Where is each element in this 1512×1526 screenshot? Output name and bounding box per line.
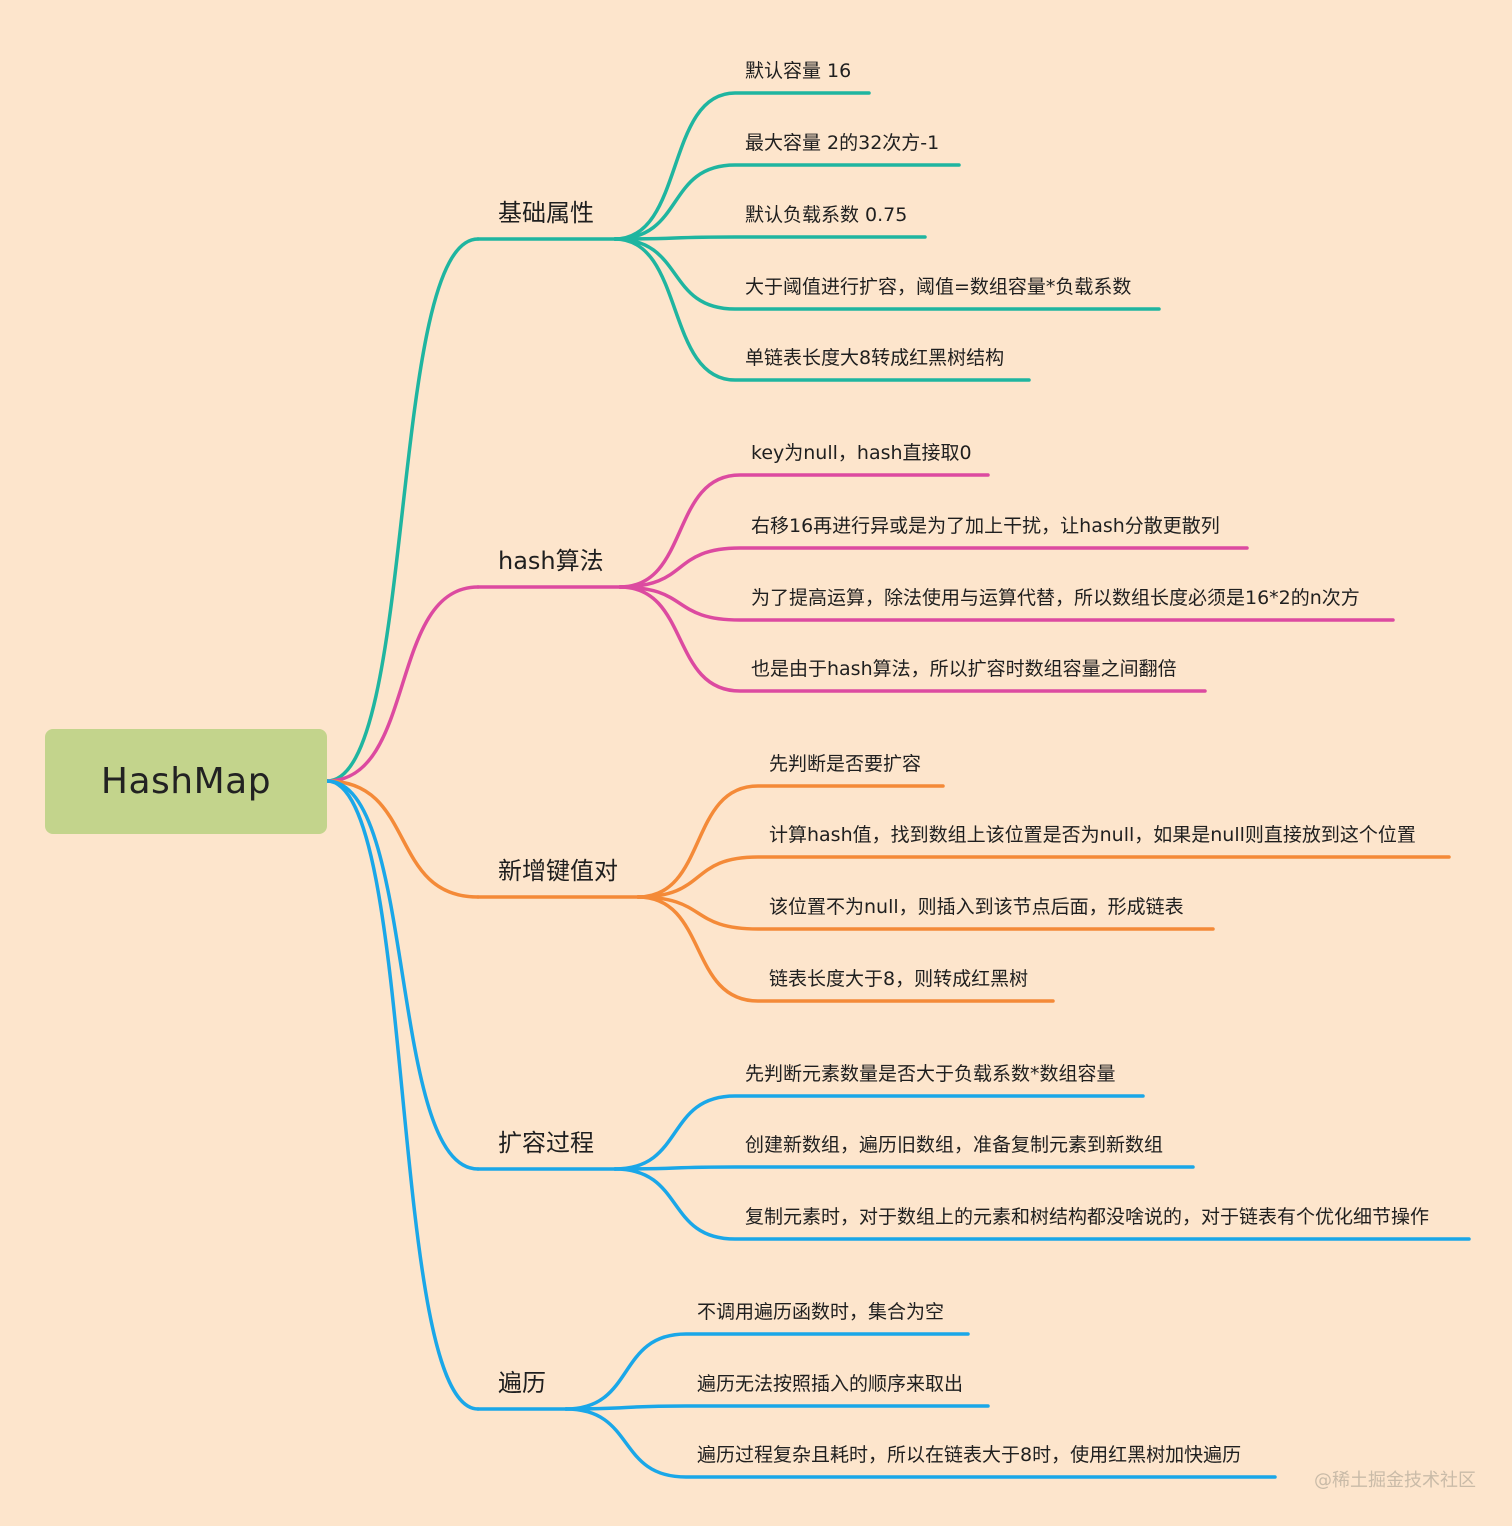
leaf-connector-0-3 bbox=[613, 237, 1161, 311]
leaf-connector-0-0 bbox=[613, 91, 871, 241]
leaf-label-4-1: 遍历无法按照插入的顺序来取出 bbox=[697, 1373, 964, 1395]
root-node-hashmap: HashMap bbox=[45, 729, 327, 834]
leaf-connector-1-0 bbox=[618, 473, 990, 589]
leaf-label-3-1: 创建新数组，遍历旧数组，准备复制元素到新数组 bbox=[745, 1134, 1164, 1156]
leaf-label-0-1: 最大容量 2的32次方-1 bbox=[745, 132, 940, 154]
leaf-connector-3-0 bbox=[613, 1094, 1145, 1171]
leaf-connector-0-4 bbox=[613, 237, 1031, 382]
leaf-connector-2-3 bbox=[636, 895, 1055, 1003]
leaf-label-2-2: 该位置不为null，则插入到该节点后面，形成链表 bbox=[769, 896, 1184, 918]
leaf-label-3-2: 复制元素时，对于数组上的元素和树结构都没啥说的，对于链表有个优化细节操作 bbox=[745, 1206, 1430, 1228]
leaf-connector-4-1 bbox=[564, 1404, 990, 1411]
branch-label-2: 新增键值对 bbox=[498, 857, 618, 885]
leaf-label-1-2: 为了提高运算，除法使用与运算代替，所以数组长度必须是16*2的n次方 bbox=[751, 587, 1360, 609]
leaf-label-2-1: 计算hash值，找到数组上该位置是否为null，如果是null则直接放到这个位置 bbox=[769, 824, 1416, 846]
leaf-connector-0-2 bbox=[613, 235, 927, 241]
root-label: HashMap bbox=[100, 761, 272, 802]
leaf-label-1-0: key为null，hash直接取0 bbox=[751, 442, 972, 464]
branch-label-4: 遍历 bbox=[498, 1369, 546, 1397]
leaf-label-1-1: 右移16再进行异或是为了加上干扰，让hash分散更散列 bbox=[751, 515, 1220, 537]
branch-connector-4 bbox=[325, 779, 480, 1411]
leaf-label-4-0: 不调用遍历函数时，集合为空 bbox=[697, 1301, 945, 1323]
leaf-label-2-0: 先判断是否要扩容 bbox=[769, 753, 922, 775]
leaf-connector-2-1 bbox=[636, 855, 1451, 899]
leaf-connector-1-2 bbox=[618, 585, 1395, 622]
leaf-label-1-3: 也是由于hash算法，所以扩容时数组容量之间翻倍 bbox=[751, 658, 1177, 680]
leaf-connector-2-0 bbox=[636, 784, 945, 899]
leaf-connector-0-1 bbox=[613, 163, 961, 241]
leaf-label-0-2: 默认负载系数 0.75 bbox=[745, 204, 908, 226]
branch-connector-0 bbox=[325, 237, 480, 783]
leaf-label-2-3: 链表长度大于8，则转成红黑树 bbox=[769, 968, 1029, 990]
leaf-label-3-0: 先判断元素数量是否大于负载系数*数组容量 bbox=[745, 1063, 1116, 1085]
leaf-connector-1-1 bbox=[618, 546, 1249, 589]
branch-label-3: 扩容过程 bbox=[498, 1129, 594, 1157]
leaf-connector-3-2 bbox=[613, 1167, 1471, 1241]
leaf-connector-3-1 bbox=[613, 1165, 1195, 1171]
branch-connector-1 bbox=[325, 585, 480, 783]
leaf-label-0-4: 单链表长度大8转成红黑树结构 bbox=[745, 347, 1005, 369]
leaf-connector-1-3 bbox=[618, 585, 1207, 693]
leaf-connector-4-2 bbox=[564, 1407, 1277, 1479]
leaf-connector-4-0 bbox=[564, 1332, 970, 1411]
leaf-label-4-2: 遍历过程复杂且耗时，所以在链表大于8时，使用红黑树加快遍历 bbox=[697, 1444, 1242, 1466]
leaf-label-0-3: 大于阈值进行扩容，阈值=数组容量*负载系数 bbox=[745, 276, 1132, 298]
branch-connector-3 bbox=[325, 779, 480, 1171]
branch-label-1: hash算法 bbox=[498, 547, 604, 575]
leaf-label-0-0: 默认容量 16 bbox=[745, 60, 852, 82]
branch-label-0: 基础属性 bbox=[498, 199, 594, 227]
watermark: @稀土掘金技术社区 bbox=[1314, 1470, 1476, 1491]
branch-connector-2 bbox=[325, 779, 480, 899]
leaf-connector-2-2 bbox=[636, 895, 1215, 931]
